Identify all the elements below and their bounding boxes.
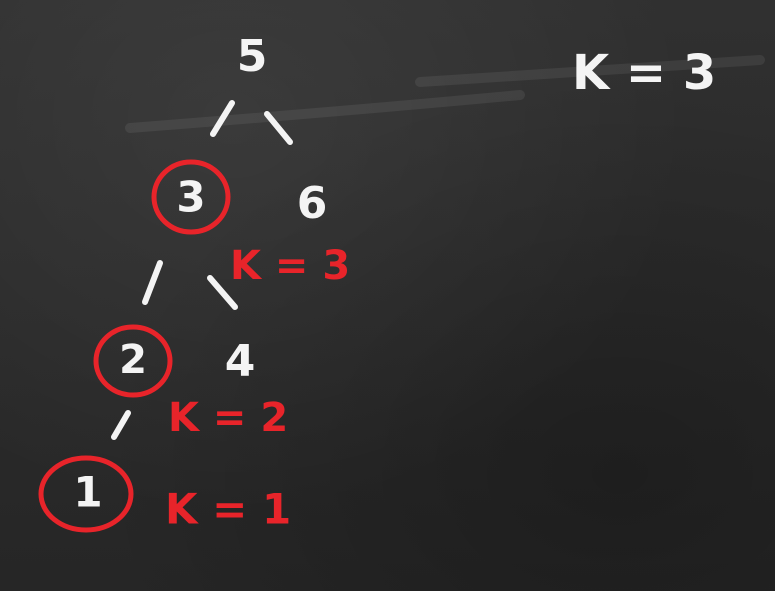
node-6: 6 xyxy=(297,178,328,229)
highlight-ring-3 xyxy=(151,159,231,235)
edges xyxy=(111,100,293,440)
edge-3-2 xyxy=(142,260,163,305)
node-3: 3 xyxy=(176,173,205,222)
highlight-ring-2 xyxy=(93,324,173,398)
k-annotation-node-1: K = 1 xyxy=(165,485,291,534)
node-1: 1 xyxy=(73,468,102,517)
k-annotation-node-2: K = 2 xyxy=(168,395,288,441)
chalk-smudge xyxy=(415,55,765,87)
node-5: 5 xyxy=(237,31,268,82)
nodes: 5 3 6 2 4 1 xyxy=(73,31,327,517)
edge-5-3 xyxy=(210,100,235,137)
k-annotations: K = 3 K = 2 K = 1 xyxy=(165,243,350,534)
edge-3-4 xyxy=(207,275,238,310)
node-4: 4 xyxy=(225,336,256,387)
highlight-rings xyxy=(38,159,231,533)
node-2: 2 xyxy=(119,337,147,383)
k-annotation-node-3: K = 3 xyxy=(230,243,350,289)
highlight-ring-1 xyxy=(38,455,134,533)
edge-5-6 xyxy=(264,111,293,145)
chalk-smudge xyxy=(125,90,525,133)
edge-2-1 xyxy=(111,410,131,440)
k-value-label: K = 3 xyxy=(572,45,716,101)
